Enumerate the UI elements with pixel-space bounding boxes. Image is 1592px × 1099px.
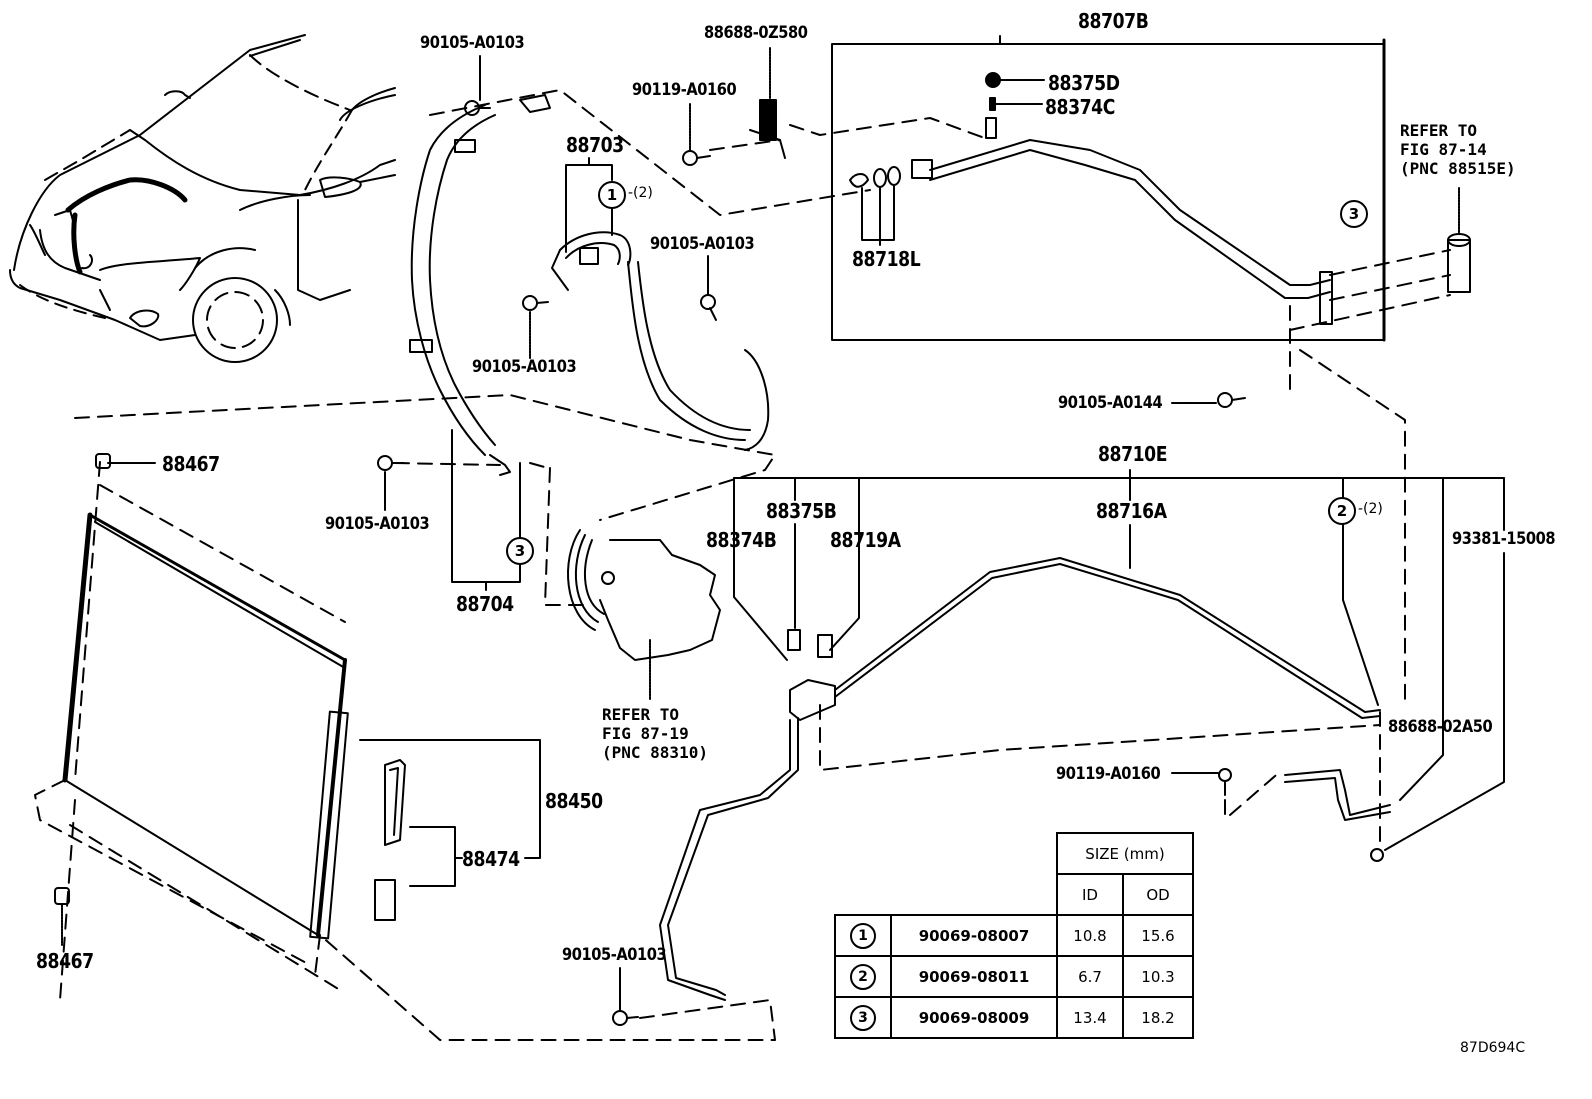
label-hose-88704[interactable]: 88704 bbox=[456, 592, 514, 616]
compressor bbox=[567, 529, 721, 701]
label-clip-93381-15008[interactable]: 93381-15008 bbox=[1452, 529, 1556, 549]
row-part-number[interactable]: 90069-08007 bbox=[890, 914, 1058, 957]
label-bolt-90105-a0103-bottom[interactable]: 90105-A0103 bbox=[562, 945, 667, 965]
size-table-header: SIZE (mm) bbox=[1056, 832, 1194, 875]
table-row: 3 90069-08009 13.4 18.2 bbox=[834, 996, 1194, 1039]
row-od: 15.6 bbox=[1122, 914, 1194, 957]
ports-88375d-88374c bbox=[985, 72, 1046, 139]
label-switch-88719a[interactable]: 88719A bbox=[830, 528, 901, 552]
oring-callout-1[interactable]: 1 bbox=[598, 181, 626, 209]
row-number: 1 bbox=[850, 922, 876, 949]
expansion-valve bbox=[1447, 187, 1471, 293]
label-bolt-90119-a0160-bottom[interactable]: 90119-A0160 bbox=[1056, 764, 1161, 784]
label-bolt-90105-a0103-left[interactable]: 90105-A0103 bbox=[325, 514, 430, 534]
pipe-88716a bbox=[659, 557, 1381, 1001]
label-bolt-90105-a0103-top[interactable]: 90105-A0103 bbox=[420, 33, 525, 53]
label-insulator-88467-bottom[interactable]: 88467 bbox=[36, 949, 94, 973]
label-tube-88710e[interactable]: 88710E bbox=[1098, 442, 1168, 466]
row-od: 10.3 bbox=[1122, 955, 1194, 998]
row-number: 2 bbox=[850, 963, 876, 990]
tube-88707b bbox=[911, 139, 1333, 325]
clamp-88688-02a50 bbox=[1284, 769, 1391, 821]
label-valve-88374c[interactable]: 88374C bbox=[1045, 95, 1115, 119]
label-clamp-88688-0z580[interactable]: 88688-0Z580 bbox=[704, 23, 808, 43]
size-table-col-id: ID bbox=[1056, 873, 1124, 916]
label-bolt-90105-a0103-mid-right[interactable]: 90105-A0103 bbox=[650, 234, 755, 254]
label-hose-88703[interactable]: 88703 bbox=[566, 133, 624, 157]
table-row: 1 90069-08007 10.8 15.6 bbox=[834, 914, 1194, 957]
label-insulator-88467-top[interactable]: 88467 bbox=[162, 452, 220, 476]
size-table-col-od: OD bbox=[1122, 873, 1194, 916]
oring-callout-2[interactable]: 2 bbox=[1328, 497, 1356, 525]
label-cap-88375d[interactable]: 88375D bbox=[1048, 71, 1120, 95]
condenser-88450 bbox=[54, 453, 349, 940]
table-row: 2 90069-08011 6.7 10.3 bbox=[834, 955, 1194, 998]
row-id: 6.7 bbox=[1056, 955, 1124, 998]
row-number: 3 bbox=[850, 1004, 876, 1031]
refer-compressor-note: REFER TO FIG 87-19 (PNC 88310) bbox=[602, 705, 708, 762]
label-clamp-88688-02a50[interactable]: 88688-02A50 bbox=[1388, 717, 1493, 737]
label-condenser-88450[interactable]: 88450 bbox=[545, 789, 603, 813]
leader-lines bbox=[61, 35, 1505, 946]
assembly-dashes bbox=[34, 89, 1451, 1041]
filter-88474 bbox=[374, 759, 406, 921]
row-part-number[interactable]: 90069-08011 bbox=[890, 955, 1058, 998]
label-tube-88707b[interactable]: 88707B bbox=[1078, 9, 1149, 33]
figure-code: 87D694C bbox=[1460, 1040, 1526, 1056]
row-od: 18.2 bbox=[1122, 996, 1194, 1039]
refer-expansion-valve-note: REFER TO FIG 87-14 (PNC 88515E) bbox=[1400, 121, 1516, 178]
label-filter-88474[interactable]: 88474 bbox=[462, 847, 520, 871]
label-oring-88718l[interactable]: 88718L bbox=[852, 247, 921, 271]
car-illustration bbox=[9, 34, 396, 363]
oring-callout-2-qty: -(2) bbox=[1358, 501, 1383, 517]
orings-88718l bbox=[849, 166, 901, 246]
hose-88704 bbox=[409, 94, 551, 476]
oring-callout-3-right[interactable]: 3 bbox=[1340, 200, 1368, 228]
clamp-88688-0z580 bbox=[749, 47, 786, 159]
label-pipe-88716a[interactable]: 88716A bbox=[1096, 499, 1167, 523]
row-id: 13.4 bbox=[1056, 996, 1124, 1039]
label-bolt-90105-a0103-mid[interactable]: 90105-A0103 bbox=[472, 357, 577, 377]
oring-callout-3-left[interactable]: 3 bbox=[506, 537, 534, 565]
oring-callout-1-qty: -(2) bbox=[628, 185, 653, 201]
hose-88703 bbox=[551, 231, 770, 451]
label-cap-88375b[interactable]: 88375B bbox=[766, 499, 837, 523]
label-bolt-90105-a0144[interactable]: 90105-A0144 bbox=[1058, 393, 1163, 413]
row-part-number[interactable]: 90069-08009 bbox=[890, 996, 1058, 1039]
label-valve-88374b[interactable]: 88374B bbox=[706, 528, 777, 552]
label-bolt-90119-a0160[interactable]: 90119-A0160 bbox=[632, 80, 737, 100]
oring-size-table: SIZE (mm) ID OD 1 90069-08007 10.8 15.6 … bbox=[834, 832, 1194, 1039]
row-id: 10.8 bbox=[1056, 914, 1124, 957]
bolts bbox=[377, 55, 1384, 1026]
